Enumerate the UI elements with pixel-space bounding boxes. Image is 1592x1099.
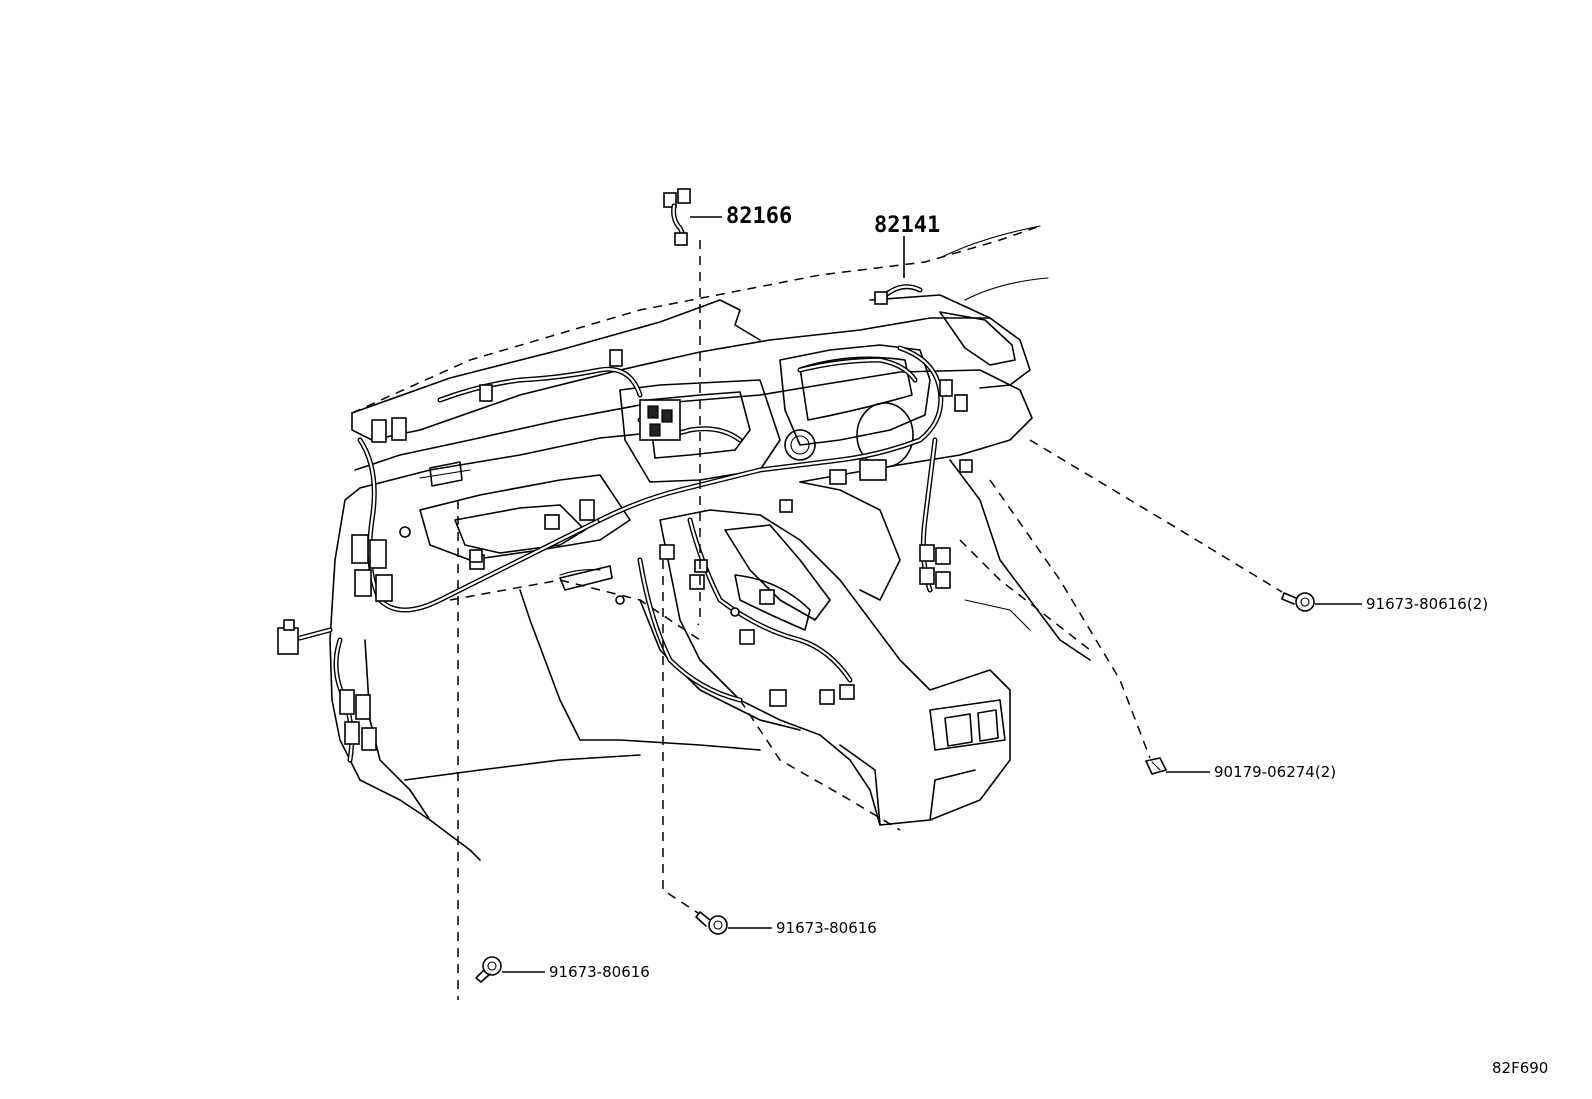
clip-90179-06274-2	[1145, 757, 1167, 775]
part-label-82166[interactable]: 82166	[726, 204, 792, 229]
dash-90179-06274-2	[989, 479, 1151, 759]
part-label-91673-80616-left[interactable]: 91673-80616	[549, 963, 650, 981]
part-label-91673-80616-2[interactable]: 91673-80616(2)	[1366, 595, 1488, 613]
bolt-91673-80616-left	[475, 956, 502, 983]
dash-91673-80616-center	[662, 560, 699, 914]
part-label-82141[interactable]: 82141	[874, 213, 940, 238]
part-82166-harness	[663, 188, 691, 246]
part-label-91673-80616-center[interactable]: 91673-80616	[776, 919, 877, 937]
bolt-91673-80616-center	[695, 911, 728, 935]
dash-91673-80616-2	[1029, 439, 1283, 593]
illustration-code: 82F690	[1492, 1059, 1548, 1077]
part-label-90179-06274-2[interactable]: 90179-06274(2)	[1214, 763, 1336, 781]
dashboard-illustration	[277, 225, 1091, 861]
bolt-91673-80616-2	[1281, 592, 1315, 612]
